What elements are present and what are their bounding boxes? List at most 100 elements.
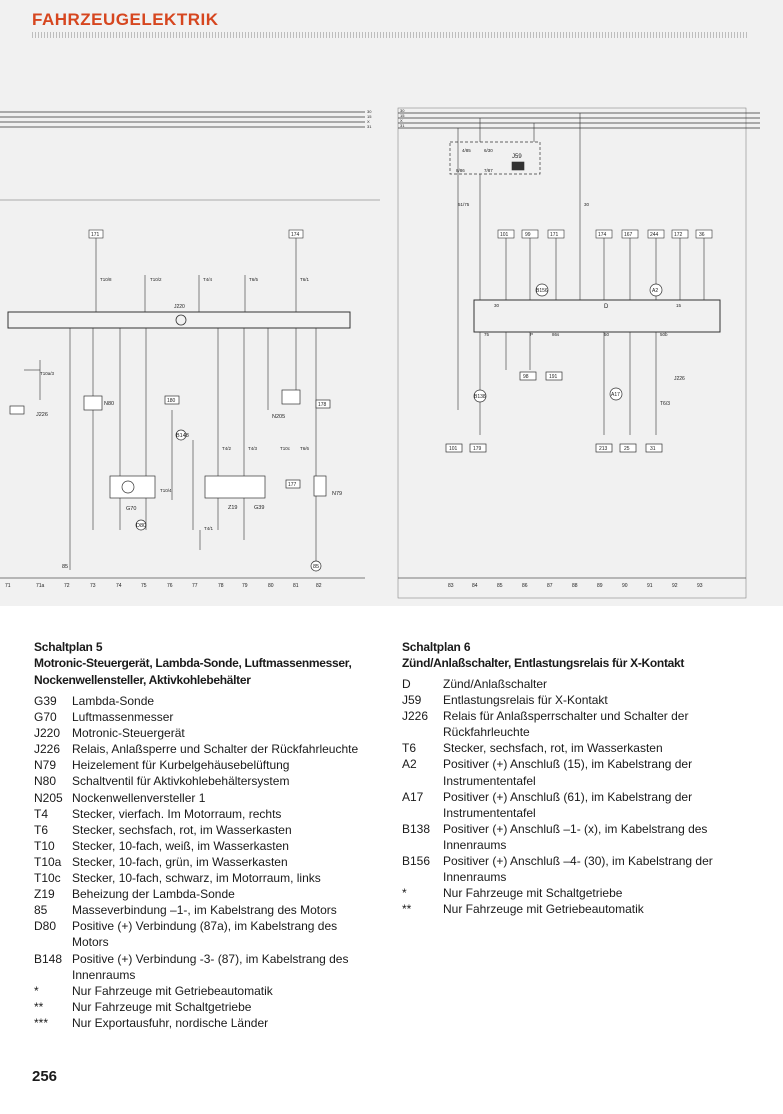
svg-text:36: 36 (699, 232, 705, 238)
svg-text:T10/2: T10/2 (150, 277, 162, 282)
svg-text:179: 179 (473, 446, 482, 452)
legend-description: Beheizung der Lambda-Sonde (72, 887, 235, 902)
legend-row: A17 Positiver (+) Anschluß (61), im Kabel… (402, 789, 742, 821)
svg-text:72: 72 (64, 583, 70, 589)
legend-row: N79 Heizelement für Kurbelgehäusebelüftun… (34, 757, 374, 773)
box-label: 171 (91, 232, 100, 238)
svg-text:79: 79 (242, 583, 248, 589)
right-switch-labels: 15 30 50 50b P 86s 75 (484, 303, 682, 337)
legend-description: Zünd/Anlaßschalter (443, 677, 548, 691)
svg-text:90: 90 (622, 583, 628, 589)
legend-description: Masseverbindung –1-, im Kabelstrang des … (72, 903, 337, 918)
left-top-boxes (88, 229, 304, 312)
svg-text:88: 88 (572, 583, 578, 589)
svg-text:15: 15 (676, 303, 682, 308)
right-wires (457, 113, 705, 435)
legend-description: Luftmassenmesser (72, 710, 174, 725)
legend-description: Schaltventil für Aktivkohlebehältersyste… (72, 774, 290, 789)
svg-text:75: 75 (141, 583, 147, 589)
legend-description: Positiver (+) Anschluß –1- (x), im Kabel… (443, 821, 708, 852)
legend-code: N79 (34, 758, 57, 773)
legend-code: T10c (34, 871, 61, 886)
legend-code: * (402, 886, 407, 901)
component-label: N205 (272, 414, 285, 420)
svg-text:84: 84 (472, 583, 478, 589)
svg-text:T10/4: T10/4 (160, 488, 172, 493)
component-label: N79 (332, 491, 342, 497)
svg-text:30: 30 (584, 202, 590, 207)
svg-text:167: 167 (624, 232, 633, 238)
legend-description: Positive (+) Verbindung -3- (87), im Kab… (72, 951, 349, 982)
right-top-boxes (497, 229, 713, 239)
section-title: FAHRZEUGELEKTRIK (32, 10, 219, 29)
component-label: B148 (176, 433, 189, 439)
svg-text:4/85: 4/85 (462, 148, 471, 153)
svg-text:B156: B156 (536, 288, 548, 294)
box-label: 178 (318, 402, 327, 408)
legend-code: B138 (402, 821, 431, 836)
svg-text:83: 83 (448, 583, 454, 589)
d-label: D (604, 304, 609, 310)
svg-text:T6/6: T6/6 (300, 446, 310, 451)
legend-code: T10a (34, 854, 62, 869)
left-component-labels: J226 N80 N205 N79 G70 G39 Z19 D80 B148 8… (36, 401, 342, 570)
bus-label: X (367, 119, 370, 124)
right-components (445, 283, 663, 453)
legend-code: G70 (34, 710, 57, 725)
legend-code: N205 (34, 790, 63, 805)
legend-code: Z19 (34, 887, 55, 902)
legend-row: A2 Positiver (+) Anschluß (15), im Kabels… (402, 756, 742, 788)
svg-text:82: 82 (316, 583, 322, 589)
legend-description: Heizelement für Kurbelgehäusebelüftung (72, 758, 290, 773)
svg-text:T4/3: T4/3 (248, 446, 258, 451)
svg-text:T6/3: T6/3 (660, 401, 670, 407)
svg-text:80: 80 (268, 583, 274, 589)
legend-code: A17 (402, 789, 424, 804)
right-bus-labels: 30 15 X 31 (400, 108, 405, 128)
svg-text:171: 171 (550, 232, 559, 238)
svg-text:51/75: 51/75 (458, 202, 470, 207)
plan-title: Schaltplan 5 (34, 640, 103, 654)
svg-text:J226: J226 (674, 376, 685, 382)
component-label: N80 (104, 401, 114, 407)
legend-description: Positiver (+) Anschluß –4- (30), im Kabe… (443, 854, 713, 885)
legend-code: 85 (34, 903, 48, 918)
svg-text:25: 25 (624, 446, 630, 452)
component-label: 85 (62, 564, 68, 570)
svg-text:31: 31 (650, 446, 656, 452)
svg-text:99: 99 (525, 232, 531, 238)
left-wires (24, 328, 317, 570)
j220-control-unit (7, 311, 351, 329)
left-connector-labels: T10/8 T10/2 T4/4 T6/5 T6/1 T10a/3 T4/2 T… (40, 277, 310, 531)
j220-label: J220 (174, 304, 185, 310)
svg-text:T4/1: T4/1 (204, 526, 214, 531)
legend-description: Stecker, sechsfach, rot, im Wasserkasten (72, 822, 292, 837)
svg-text:86s: 86s (552, 332, 560, 337)
svg-text:92: 92 (672, 583, 678, 589)
legend-description: Lambda-Sonde (72, 694, 155, 708)
svg-text:A2: A2 (652, 288, 658, 294)
legend-code: A2 (402, 757, 417, 772)
legend-row: B138 Positiver (+) Anschluß –1- (x), im K… (402, 821, 742, 853)
legend-row: ***Nur Exportausfuhr, nordische Länder (34, 1015, 374, 1031)
legend-description: Positiver (+) Anschluß (61), im Kabelstr… (443, 789, 693, 820)
legend-row: Z19 Beheizung der Lambda-Sonde (34, 886, 374, 902)
legend-description: Nur Fahrzeuge mit Schaltgetriebe (443, 886, 623, 901)
svg-text:87: 87 (547, 583, 553, 589)
svg-text:6/30: 6/30 (484, 148, 493, 153)
component-label: G70 (126, 506, 136, 512)
svg-text:15: 15 (400, 113, 405, 118)
legend-row: **Nur Fahrzeuge mit Getriebeautomatik (402, 901, 742, 917)
right-top-box-labels: 101 99 171 174 167 244 172 36 (500, 232, 705, 238)
box-label: 180 (167, 398, 176, 404)
legend-description: Positiver (+) Anschluß (15), im Kabelstr… (443, 757, 693, 788)
plan-title: Schaltplan 6 (402, 640, 471, 654)
